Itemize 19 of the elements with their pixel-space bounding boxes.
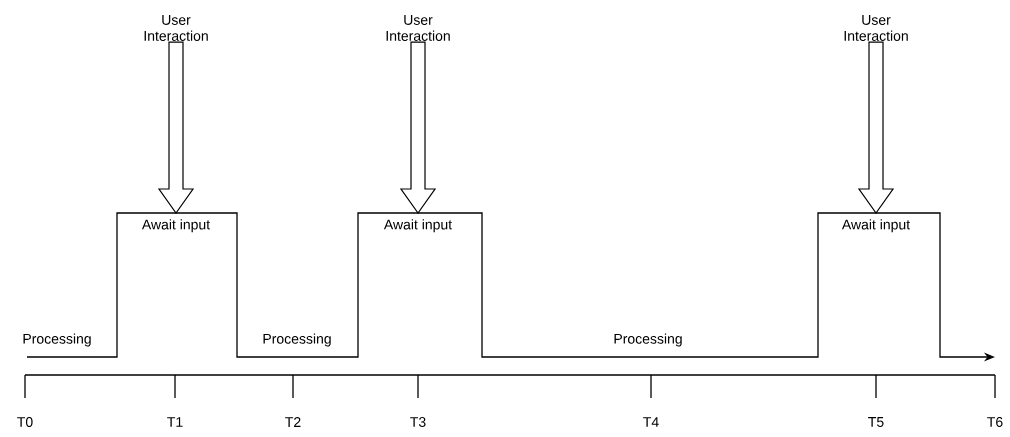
tick-label: T3 [410, 417, 426, 427]
signal-label: Processing [614, 333, 682, 347]
tick-label: T4 [643, 417, 659, 427]
tick-label: T6 [987, 417, 1003, 427]
block-arrow [399, 41, 437, 215]
interaction-label: User Interaction [844, 15, 908, 41]
tick-label: T2 [285, 417, 301, 427]
interaction-label: User Interaction [144, 15, 208, 41]
signal-label: Processing [23, 333, 91, 347]
block-arrow [857, 41, 895, 215]
tick-label: T0 [17, 417, 33, 427]
interaction-label: User Interaction [386, 15, 450, 41]
signal-label: Processing [263, 333, 331, 347]
tick-label: T5 [868, 417, 884, 427]
tick-label: T1 [167, 417, 183, 427]
state-label: Await input [383, 219, 452, 233]
state-label: Await input [841, 219, 910, 233]
state-label: Await input [141, 219, 210, 233]
block-arrow [157, 41, 195, 215]
